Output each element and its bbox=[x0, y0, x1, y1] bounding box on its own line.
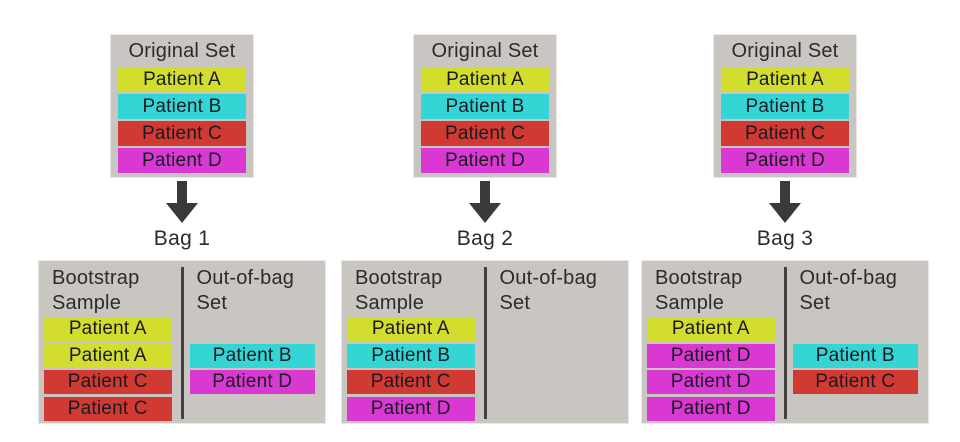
patient-row: Patient C bbox=[347, 370, 475, 394]
out-of-bag-column: Out-of-bag Set Patient B Patient C bbox=[787, 261, 929, 423]
out-of-bag-header: Out-of-bag Set bbox=[799, 267, 898, 314]
patient-row: Patient B bbox=[721, 94, 849, 119]
bootstrap-sample-column: Bootstrap Sample Patient A Patient D Pat… bbox=[642, 261, 784, 423]
bootstrap-sample-header: Bootstrap Sample bbox=[52, 267, 140, 314]
patient-row: Patient C bbox=[792, 370, 918, 394]
patient-row: Patient A bbox=[721, 67, 849, 92]
original-set-title: Original Set bbox=[731, 40, 839, 62]
patient-row: Patient D bbox=[421, 148, 549, 173]
arrow-stem bbox=[177, 181, 187, 203]
out-of-bag-header: Out-of-bag Set bbox=[499, 267, 598, 314]
row-spacer bbox=[793, 317, 919, 344]
bootstrap-sample-rows: Patient A Patient D Patient D Patient D bbox=[642, 317, 784, 423]
column-divider bbox=[483, 267, 487, 419]
patient-row: Patient D bbox=[647, 370, 775, 394]
bootstrap-sample-rows: Patient A Patient B Patient C Patient D bbox=[342, 317, 484, 423]
patient-row: Patient D bbox=[118, 148, 246, 173]
patient-row: Patient C bbox=[421, 121, 549, 146]
arrow-stem bbox=[480, 181, 490, 203]
patient-row: Patient A bbox=[647, 317, 775, 341]
patient-row: Patient B bbox=[189, 343, 315, 368]
bootstrap-sample-header: Bootstrap Sample bbox=[355, 267, 443, 314]
down-arrow-icon bbox=[469, 181, 501, 223]
down-arrow-icon bbox=[769, 181, 801, 223]
patient-row: Patient C bbox=[721, 121, 849, 146]
arrow-head bbox=[769, 203, 801, 223]
bootstrap-sample-column: Bootstrap Sample Patient A Patient B Pat… bbox=[342, 261, 484, 423]
arrow-head bbox=[469, 203, 501, 223]
patient-row: Patient D bbox=[647, 343, 775, 368]
patient-row: Patient D bbox=[189, 370, 315, 394]
arrow-head bbox=[166, 203, 198, 223]
patient-row: Patient A bbox=[44, 343, 172, 368]
original-set-rows: Patient A Patient B Patient C Patient D bbox=[714, 67, 856, 173]
original-set-title: Original Set bbox=[431, 40, 539, 62]
bootstrap-sample-rows: Patient A Patient A Patient C Patient C bbox=[39, 317, 181, 423]
bag-label: Bag 2 bbox=[456, 227, 514, 250]
down-arrow-icon bbox=[166, 181, 198, 223]
patient-row: Patient A bbox=[118, 67, 246, 92]
patient-row: Patient A bbox=[421, 67, 549, 92]
original-set-rows: Patient A Patient B Patient C Patient D bbox=[414, 67, 556, 173]
row-spacer bbox=[190, 317, 316, 344]
bag-label: Bag 3 bbox=[756, 227, 814, 250]
bag-panel: Bootstrap Sample Patient A Patient A Pat… bbox=[38, 260, 326, 424]
out-of-bag-header: Out-of-bag Set bbox=[196, 267, 295, 314]
patient-row: Patient D bbox=[647, 396, 775, 421]
bag-panel: Bootstrap Sample Patient A Patient B Pat… bbox=[341, 260, 629, 424]
arrow-stem bbox=[780, 181, 790, 203]
bag-unit-1: Original Set Patient A Patient B Patient… bbox=[37, 0, 327, 442]
out-of-bag-rows: Patient B Patient C bbox=[787, 317, 929, 397]
patient-row: Patient B bbox=[792, 343, 918, 368]
patient-row: Patient D bbox=[721, 148, 849, 173]
bootstrap-sample-header: Bootstrap Sample bbox=[655, 267, 743, 314]
patient-row: Patient B bbox=[118, 94, 246, 119]
out-of-bag-column: Out-of-bag Set bbox=[487, 261, 629, 423]
patient-row: Patient B bbox=[421, 94, 549, 119]
patient-row: Patient C bbox=[44, 370, 172, 394]
bag-label: Bag 1 bbox=[153, 227, 211, 250]
out-of-bag-rows: Patient B Patient D bbox=[184, 317, 326, 397]
original-set-panel: Original Set Patient A Patient B Patient… bbox=[110, 34, 254, 178]
original-set-panel: Original Set Patient A Patient B Patient… bbox=[413, 34, 557, 178]
patient-row: Patient B bbox=[347, 343, 475, 368]
patient-row: Patient C bbox=[118, 121, 246, 146]
bag-unit-3: Original Set Patient A Patient B Patient… bbox=[640, 0, 930, 442]
column-divider bbox=[783, 267, 787, 419]
patient-row: Patient C bbox=[44, 396, 172, 421]
patient-row: Patient A bbox=[347, 317, 475, 341]
column-divider bbox=[180, 267, 184, 419]
original-set-panel: Original Set Patient A Patient B Patient… bbox=[713, 34, 857, 178]
bootstrap-sample-column: Bootstrap Sample Patient A Patient A Pat… bbox=[39, 261, 181, 423]
original-set-title: Original Set bbox=[128, 40, 236, 62]
patient-row: Patient A bbox=[44, 317, 172, 341]
bag-panel: Bootstrap Sample Patient A Patient D Pat… bbox=[641, 260, 929, 424]
patient-row: Patient D bbox=[347, 396, 475, 421]
bag-unit-2: Original Set Patient A Patient B Patient… bbox=[340, 0, 630, 442]
original-set-rows: Patient A Patient B Patient C Patient D bbox=[111, 67, 253, 173]
out-of-bag-column: Out-of-bag Set Patient B Patient D bbox=[184, 261, 326, 423]
